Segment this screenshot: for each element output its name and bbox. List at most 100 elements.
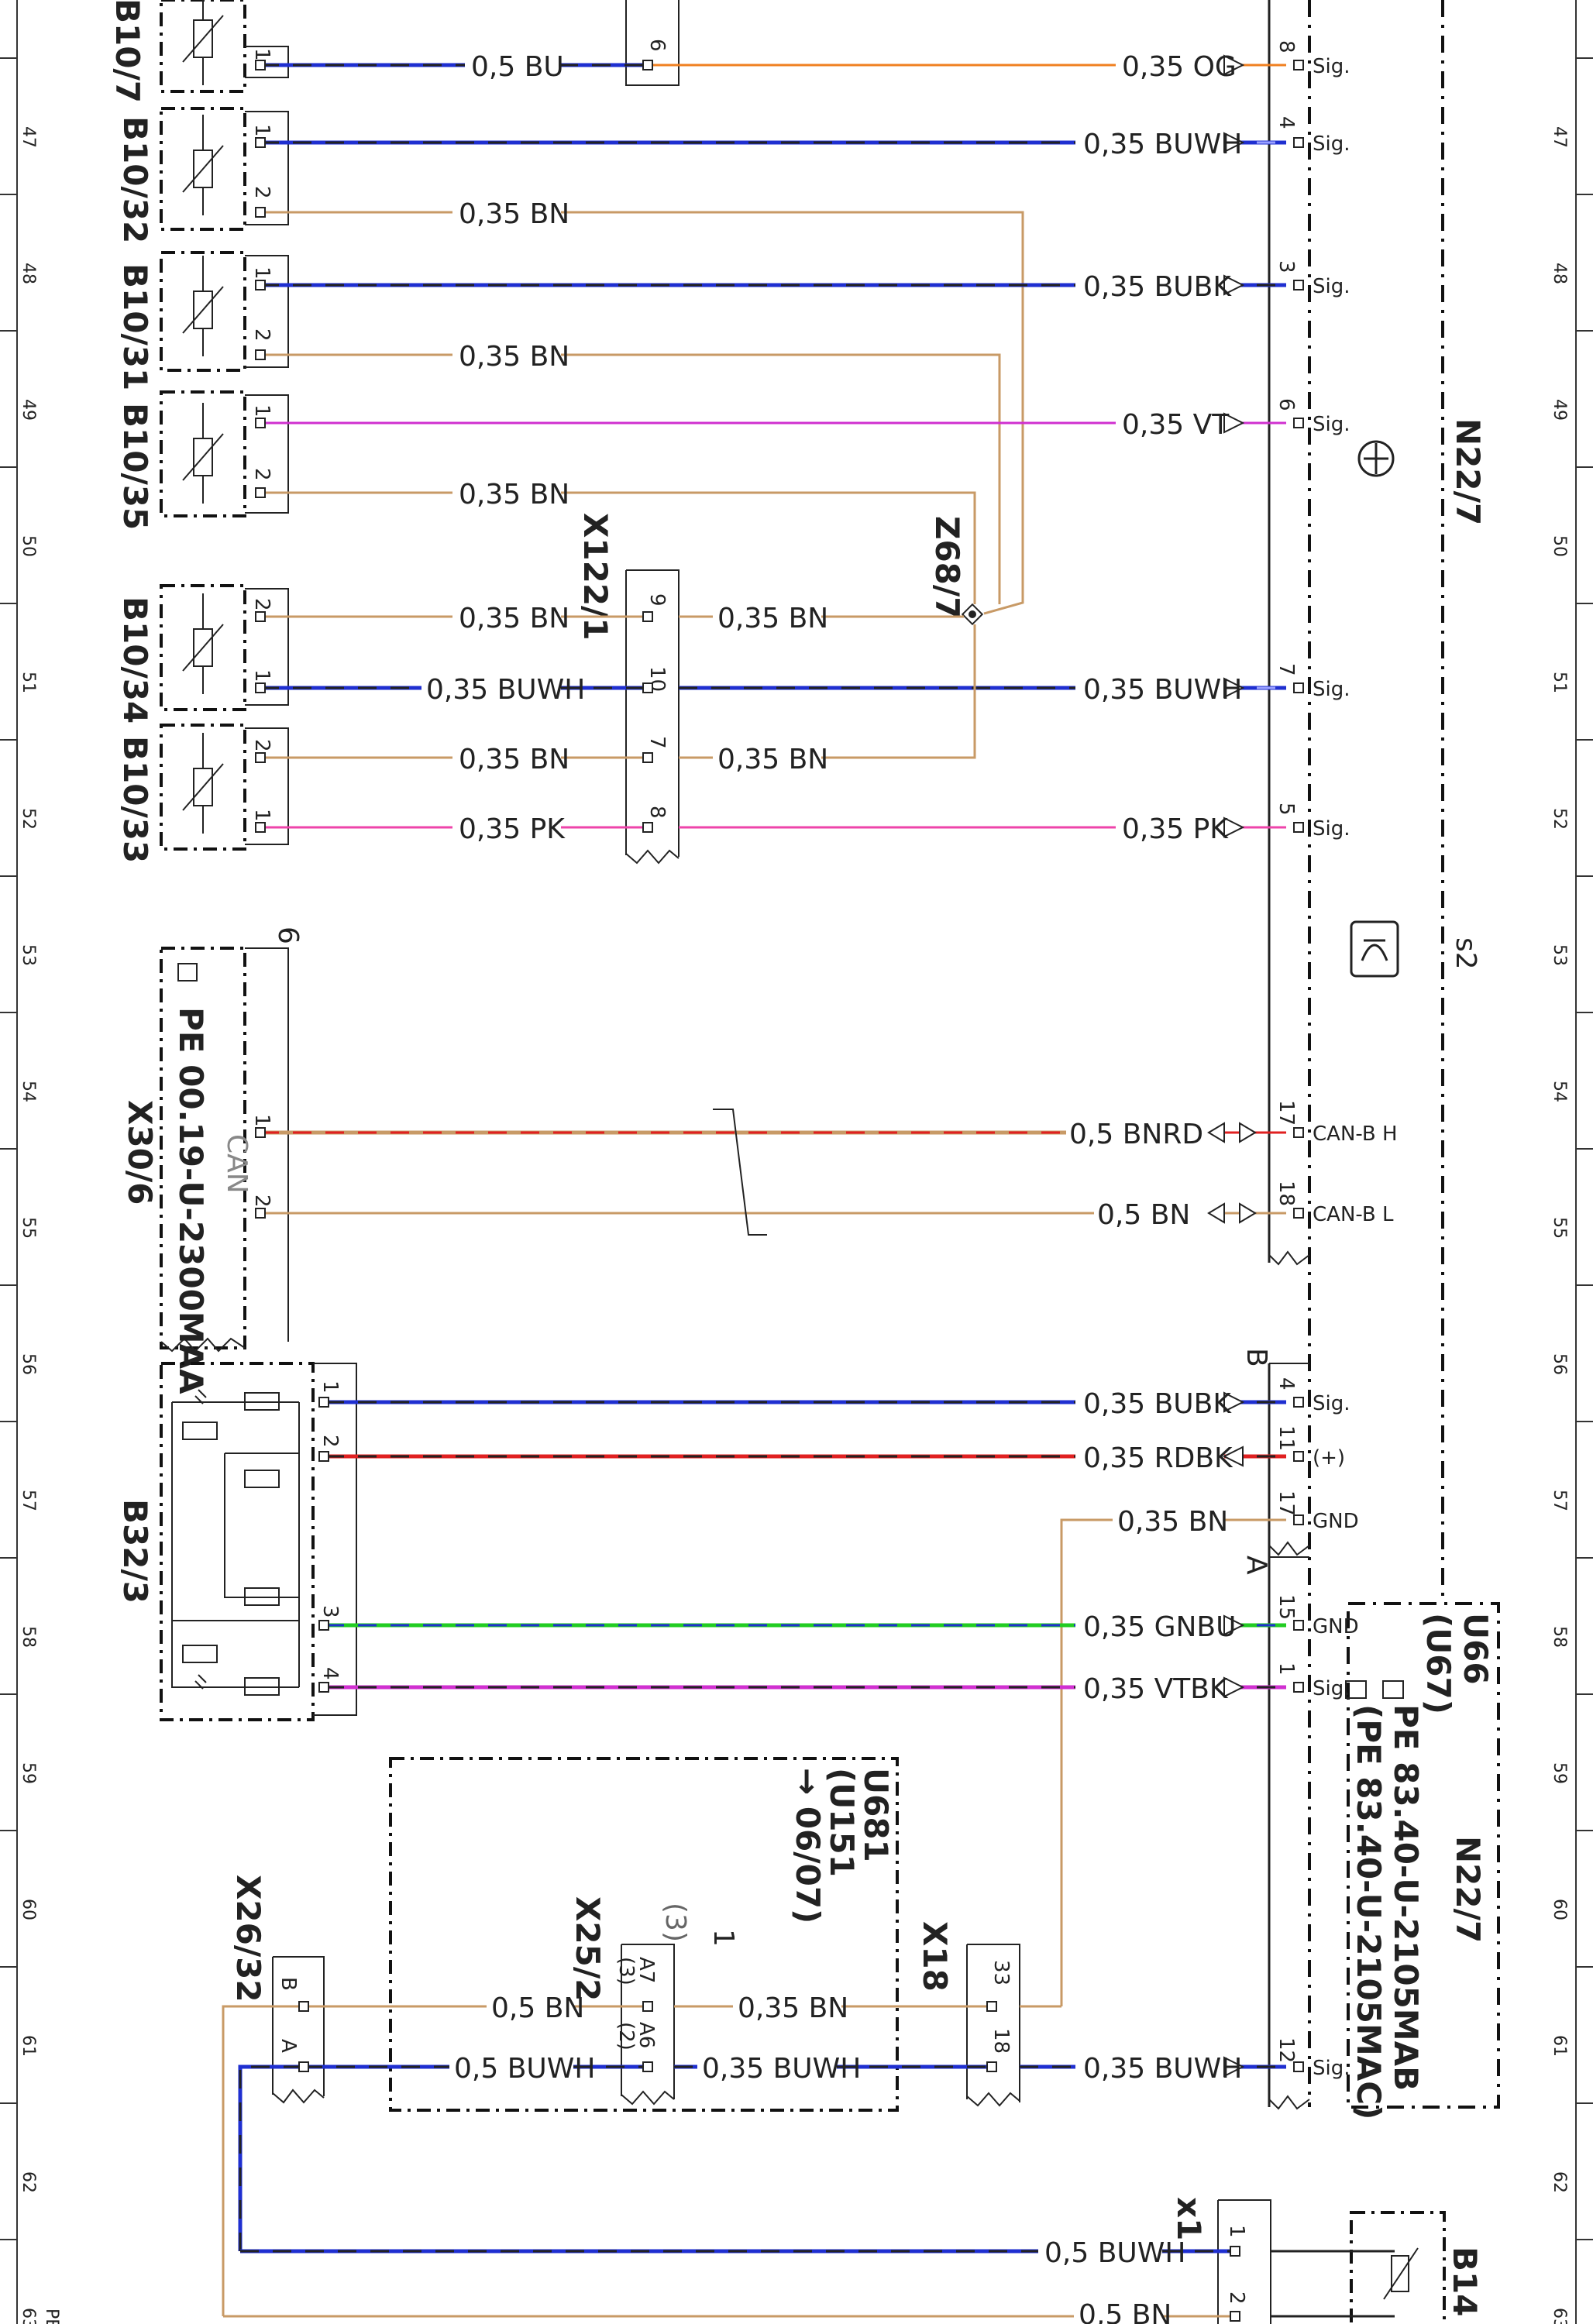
connector-pin-icon — [255, 487, 266, 498]
pin-label: A7 — [635, 1957, 658, 1983]
grid-row-label-left: 59 — [19, 1762, 38, 1784]
connector-pin-icon — [255, 349, 266, 360]
connector-pin-icon — [255, 137, 266, 148]
wire-label-w-x25-bn: 0,35 BN — [738, 1992, 848, 2024]
n22-7-module-border — [1268, 0, 1444, 2107]
pin-label: 7 — [645, 736, 669, 749]
wire-label-w-can-l: 0,5 BN — [1097, 1199, 1190, 1231]
b10-31-label: B10/31 — [116, 263, 154, 390]
grid-row-label-right: 47 — [1550, 126, 1569, 148]
z68-7-label: Z68/7 — [928, 516, 966, 619]
sensor-connector-brackets — [245, 46, 289, 845]
connector-pin-icon — [298, 2061, 309, 2072]
grid-row-label-left: 61 — [19, 2035, 38, 2057]
x26-32-zigzag — [272, 2089, 325, 2104]
u681-box — [389, 1757, 899, 2112]
grid-row-label-right: 63 — [1550, 2308, 1569, 2324]
wire-label-w-x25-buwh: 0,35 BUWH — [702, 2053, 861, 2085]
pin-label: 3 — [1275, 260, 1298, 273]
grid-row-label-right: 54 — [1550, 1081, 1569, 1102]
x25-2-one-label: 1 — [707, 1929, 739, 1947]
wire-label-w-og: 0,35 OG — [1122, 51, 1237, 83]
pin-label: 4 — [318, 1667, 342, 1680]
pin-label: B — [277, 1977, 300, 1991]
signal-label-can-l: CAN-B L — [1313, 1203, 1394, 1226]
wire-label-w-x122-8: 0,35 PK — [1122, 813, 1229, 845]
signal-label-sig: Sig. — [1313, 413, 1350, 436]
x26-32-connector — [273, 1956, 325, 2096]
wire-label-w-b10-34-2: 0,35 BN — [459, 603, 569, 634]
pe-mac-label: (PE 83.40-U-2105MAC) — [1350, 1704, 1388, 2119]
grid-row-label-right: 53 — [1550, 944, 1569, 966]
x122-1-label: X122/1 — [576, 513, 614, 641]
input-arrow-icon — [1223, 816, 1245, 838]
connector-pin-icon — [255, 611, 266, 622]
connector-pin-icon — [1293, 60, 1304, 70]
connector-pin-icon — [255, 280, 266, 290]
grid-ticks — [0, 57, 1593, 2240]
grid-row-label-left: 62 — [19, 2171, 38, 2193]
pin-labels: 1121212212112123469107884367517184111715… — [250, 39, 1304, 2322]
pe-mab-label: PE 83.40-U-2105MAB — [1387, 1704, 1425, 2091]
pin-label: 4 — [1275, 1377, 1298, 1391]
pin-label: 6 — [645, 39, 669, 52]
b10-7-label: B10/7 — [108, 0, 146, 103]
top-connector — [625, 0, 680, 86]
grid-row-label-left: 52 — [19, 808, 38, 830]
pin-label: 2 — [250, 1195, 274, 1208]
x1-label: x1 — [1170, 2197, 1208, 2240]
wire-label-w-x26-b: 0,5 BN — [491, 1992, 584, 2024]
signal-label-can-h: CAN-B H — [1313, 1122, 1398, 1146]
pin-label: A6 — [635, 2022, 658, 2048]
grid-row-label-right: 49 — [1550, 399, 1569, 421]
bidirectional-arrow-icon — [1207, 1122, 1257, 1143]
grid-frame — [16, 0, 1577, 2324]
grid-row-label-left: 56 — [19, 1353, 38, 1375]
grid-row-label-left: 55 — [19, 1217, 38, 1239]
input-arrow-icon — [1223, 1676, 1245, 1698]
date-label: → 06/07) — [789, 1768, 827, 1923]
x25-2-label: X25/2 — [569, 1896, 607, 2001]
x26-32-label: X26/32 — [229, 1875, 267, 2003]
pin-label: 15 — [1275, 1594, 1298, 1620]
input-arrow-icon — [1223, 1391, 1245, 1413]
input-arrow-icon — [1223, 274, 1245, 296]
grid-row-label-left: 53 — [19, 944, 38, 966]
connector-pin-icon — [318, 1397, 329, 1408]
b32-3-circuit — [171, 1389, 300, 1696]
wire-label-w-n22-12: 0,35 BUWH — [1083, 2053, 1242, 2085]
connector-pin-icon — [298, 2001, 309, 2012]
connector-pin-icon — [255, 60, 266, 70]
connector-pin-icon — [1230, 2311, 1240, 2322]
pin-label: 2 — [250, 739, 274, 752]
x18-label: X18 — [916, 1921, 954, 1992]
pin-label: 11 — [1275, 1425, 1298, 1451]
footer-label: PE 8 — [42, 2309, 61, 2324]
grid-row-label-left: 60 — [19, 1899, 38, 1920]
wire-label-w-b32-3: 0,35 GNBU — [1083, 1611, 1236, 1643]
connector-b-label: B — [1240, 1348, 1272, 1367]
connector-pin-icon — [986, 2001, 997, 2012]
pin-label: 18 — [989, 2028, 1013, 2054]
u67-label: (U67) — [1419, 1613, 1457, 1714]
grid-row-label-right: 62 — [1550, 2171, 1569, 2193]
connector-pin-icon — [1293, 280, 1304, 290]
wire-label-w-b10-34-1: 0,35 BUWH — [426, 674, 585, 706]
signal-label-sig: Sig. — [1313, 1392, 1350, 1415]
wire-label-w-gnd: 0,35 BN — [1117, 1506, 1228, 1538]
b32-3-box — [160, 1362, 315, 1721]
x30-6-label: X30/6 — [121, 1100, 159, 1205]
grid-row-label-left: 48 — [19, 263, 38, 284]
input-arrow-icon — [1223, 132, 1245, 153]
x122-1-connector — [626, 569, 680, 857]
wire-label-w-b32-1: 0,35 BUBK — [1083, 1388, 1232, 1420]
pin-label: 6 — [1275, 398, 1298, 411]
b10-35-label: B10/35 — [116, 403, 154, 530]
x30-6-box — [160, 947, 246, 1349]
connector-pin-icon — [1293, 682, 1304, 693]
wire-label-w-x122-10: 0,35 BUWH — [1083, 674, 1242, 706]
wire-label-w-b32-4: 0,35 VTBK — [1083, 1673, 1229, 1705]
pin-label: 8 — [1275, 40, 1298, 53]
input-arrow-icon — [1223, 412, 1245, 434]
